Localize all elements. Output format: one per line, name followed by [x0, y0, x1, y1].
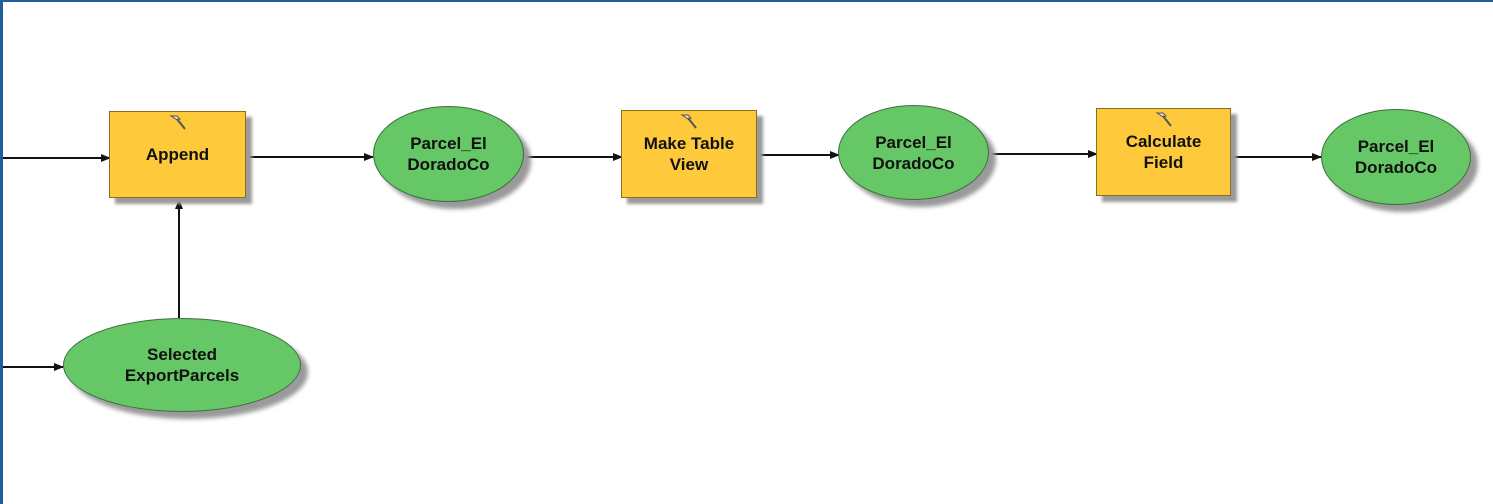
parcel-eldoradoco-data-2-label: Parcel_El DoradoCo — [872, 132, 955, 173]
hammer-icon — [1154, 112, 1172, 127]
parcel-eldoradoco-data-3[interactable]: Parcel_El DoradoCo — [1321, 109, 1471, 205]
calculate-field-tool-label: Calculate Field — [1125, 132, 1202, 172]
parcel-eldoradoco-data-2[interactable]: Parcel_El DoradoCo — [838, 105, 989, 200]
selected-exportparcels-data-label: Selected ExportParcels — [124, 345, 240, 385]
append-tool[interactable]: Append — [109, 111, 246, 198]
make-table-view-tool[interactable]: Make Table View — [621, 110, 757, 198]
calculate-field-tool[interactable]: Calculate Field — [1096, 108, 1231, 196]
parcel-eldoradoco-data-3-label: Parcel_El DoradoCo — [1354, 137, 1438, 177]
connector-layer — [3, 150, 1322, 371]
parcel-eldoradoco-data-1[interactable]: Parcel_El DoradoCo — [373, 106, 524, 202]
make-table-view-tool-label: Make Table View — [643, 134, 735, 174]
hammer-icon — [168, 115, 186, 130]
parcel-eldoradoco-data-1-label: Parcel_El DoradoCo — [407, 134, 490, 174]
hammer-icon — [680, 114, 697, 129]
append-tool-label: Append — [145, 145, 210, 164]
selected-exportparcels-data[interactable]: Selected ExportParcels — [63, 318, 301, 412]
